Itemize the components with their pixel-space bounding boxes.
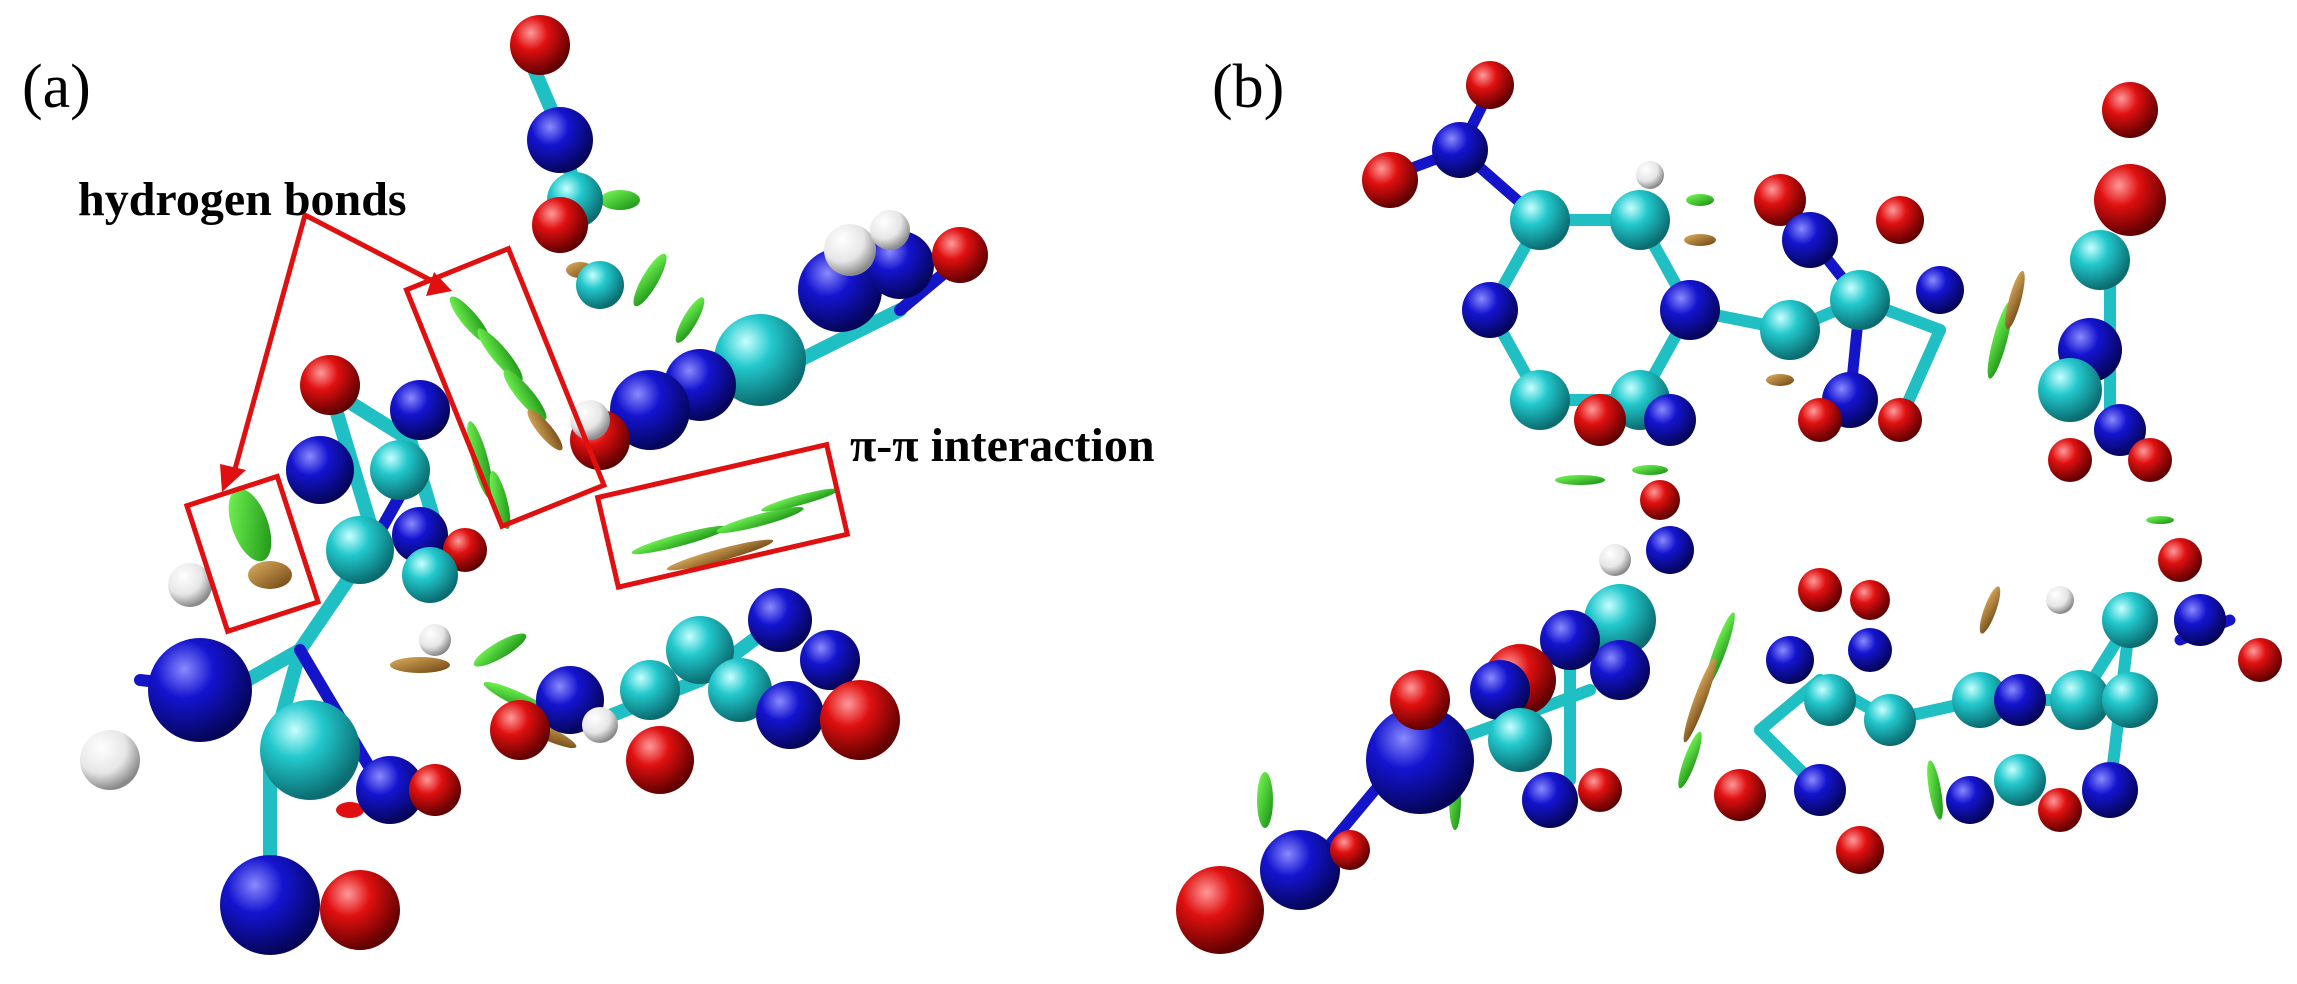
panel-b-atoms	[1176, 61, 2282, 954]
panel-a-atoms	[80, 15, 988, 955]
hydrogen-bond-box-right	[403, 245, 608, 530]
arrowhead-left	[220, 464, 246, 492]
pi-pi-box	[594, 441, 851, 591]
panel-a-arrowheads	[220, 272, 452, 492]
arrowhead-right	[426, 272, 452, 296]
pi-pi-interaction-label: π-π interaction	[850, 419, 1155, 472]
panel-b-molecules	[1176, 61, 2282, 954]
panel-a-isosurfaces	[228, 190, 839, 818]
hydrogen-bond-arrow	[229, 211, 442, 481]
panel-label-a: (a)	[22, 53, 91, 121]
panel-a-molecules	[80, 15, 988, 955]
hydrogen-bond-box-left	[183, 473, 322, 635]
panel-a-annotations	[183, 211, 851, 635]
hydrogen-bonds-label: hydrogen bonds	[78, 173, 407, 226]
panel-label-b: (b)	[1212, 53, 1285, 121]
